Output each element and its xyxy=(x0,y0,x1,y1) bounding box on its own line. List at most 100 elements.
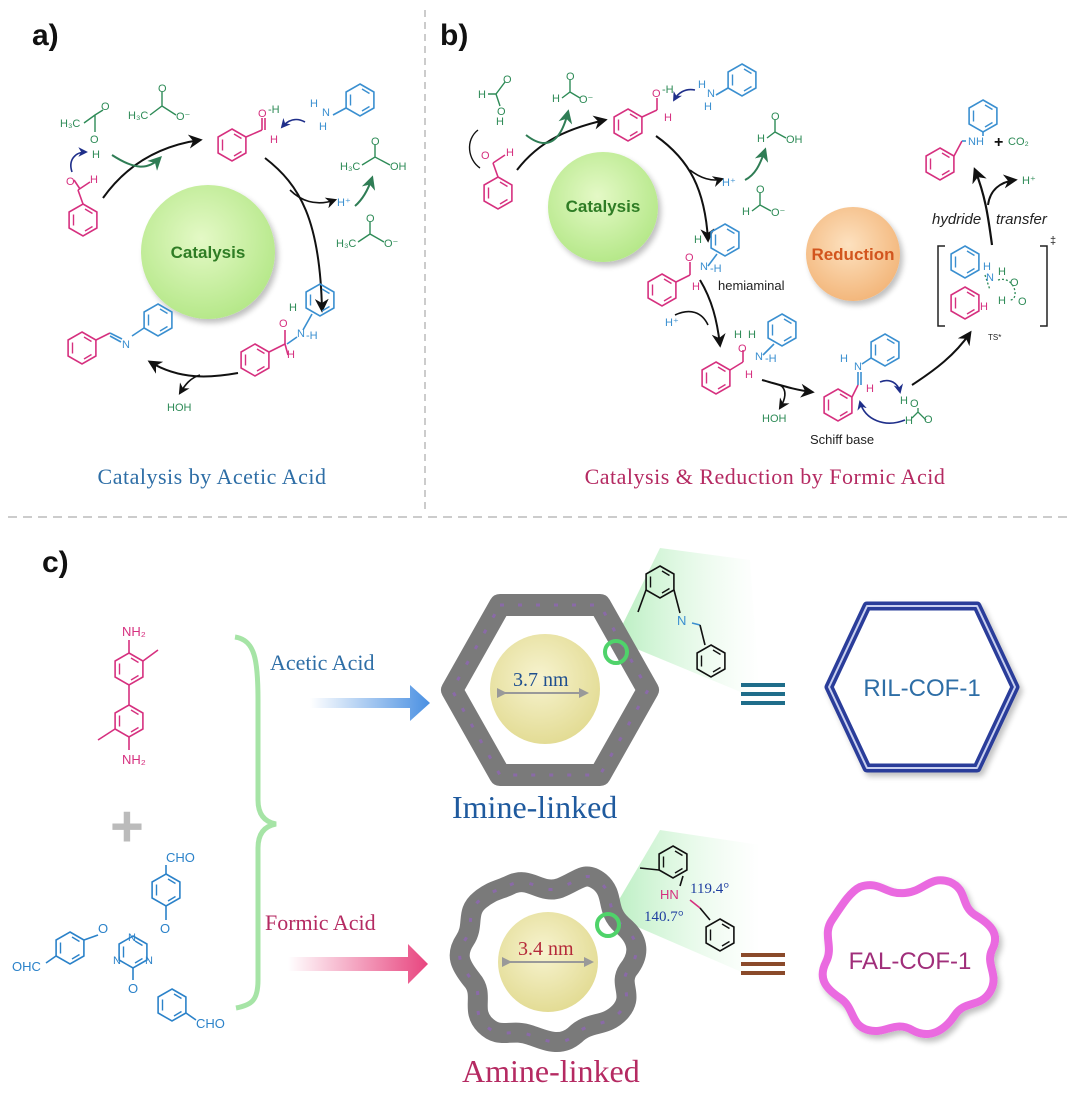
atom-o: O xyxy=(279,318,288,330)
aniline xyxy=(715,63,757,97)
catalysis-sphere xyxy=(548,152,658,262)
atom-h: H xyxy=(998,295,1006,307)
atom-o: O xyxy=(756,184,765,196)
atom-h: -H xyxy=(268,104,280,116)
trialdehyde-monomer xyxy=(45,865,197,1022)
atom-h: H xyxy=(980,301,988,313)
atom-o-minus: O⁻ xyxy=(771,207,786,219)
atom-o: O xyxy=(566,71,575,83)
schiff-base-label: Schiff base xyxy=(810,432,874,447)
electron-push-arrow xyxy=(879,379,904,394)
equivalence-symbol-bottom xyxy=(741,953,785,975)
catalysis-label: Catalysis xyxy=(171,243,246,262)
ts-dagger: ‡ xyxy=(1050,235,1056,247)
atom-o: O xyxy=(101,101,110,113)
water-release-arrow xyxy=(178,374,201,395)
acetic-acid-arrow xyxy=(310,685,430,721)
atom-h: H xyxy=(287,349,295,361)
atom-h: H xyxy=(905,415,913,427)
atom-n: N xyxy=(297,328,305,340)
atom-o: O xyxy=(685,252,694,264)
plus-sign: + xyxy=(994,134,1003,151)
atom-h: H xyxy=(552,93,560,105)
cycle-arrow-2 xyxy=(264,157,329,313)
imine-linked-label: Imine-linked xyxy=(452,789,617,825)
atom-h: H xyxy=(734,329,742,341)
atom-h: -H xyxy=(306,330,318,342)
protonated-benzaldehyde xyxy=(217,118,266,162)
atom-h: H xyxy=(757,133,765,145)
protonated-benzaldehyde xyxy=(613,98,658,142)
proton: H⁺ xyxy=(337,197,351,209)
imine-linkage-structure xyxy=(637,565,726,678)
atom-o: O xyxy=(503,74,512,86)
atom-n: N xyxy=(700,261,708,273)
imine-cof-model xyxy=(441,594,659,786)
cycle-arrow-2 xyxy=(655,135,715,243)
atom-n: N xyxy=(113,955,121,967)
atom-h: H xyxy=(310,98,318,110)
catalysis-label: Catalysis xyxy=(566,197,641,216)
amino-group: NH₂ xyxy=(122,624,146,639)
cycle-arrow-3 xyxy=(147,360,239,378)
pore-size-bottom: 3.4 nm xyxy=(518,938,574,960)
group-h3c: H₃C xyxy=(340,161,360,173)
aldehyde-group: CHO xyxy=(196,1016,225,1031)
zoom-beam-bottom xyxy=(610,830,760,980)
hemiaminal-label: hemiaminal xyxy=(718,278,785,293)
ts-label: TS* xyxy=(988,333,1001,342)
atom-h: H xyxy=(866,383,874,395)
atom-h: H xyxy=(319,121,327,133)
aldehyde-group: OHC xyxy=(12,959,41,974)
hydride-push-arrow xyxy=(857,400,906,424)
group-nh: NH xyxy=(968,136,984,148)
atom-o: O xyxy=(1018,296,1027,308)
formic-acid-arrow xyxy=(288,944,428,984)
benzaldehyde xyxy=(68,179,98,237)
co2: CO₂ xyxy=(1008,136,1029,148)
proton-add-arrow xyxy=(674,310,709,326)
atom-n: N xyxy=(322,107,330,119)
acetate-release-arrow xyxy=(111,154,162,171)
atom-o-minus: O⁻ xyxy=(579,94,594,106)
acetic-acid-label: Acetic Acid xyxy=(270,650,374,675)
atom-h: -H xyxy=(765,353,777,365)
water: HOH xyxy=(762,413,787,425)
aldehyde-group: CHO xyxy=(166,850,195,865)
formate-release-arrow xyxy=(525,109,573,145)
atom-n: N xyxy=(677,613,686,628)
panel-a-label: a) xyxy=(32,19,59,52)
atom-h: H xyxy=(90,174,98,186)
atom-h: H xyxy=(698,79,706,91)
atom-h: H xyxy=(270,134,278,146)
atom-h: H xyxy=(92,149,100,161)
atom-h: H xyxy=(478,89,486,101)
atom-n: N xyxy=(986,272,994,284)
proton-transfer-arrow xyxy=(468,129,481,169)
atom-o: O xyxy=(158,83,167,95)
group-h3c: H₃C xyxy=(336,238,356,250)
atom-n: N xyxy=(707,88,715,100)
atom-h: H xyxy=(900,395,908,407)
ts-arrow xyxy=(911,330,972,386)
atom-h: H xyxy=(745,369,753,381)
group-h3c: H₃C xyxy=(128,110,148,122)
atom-h: H xyxy=(694,234,702,246)
atom-h: H xyxy=(998,266,1006,278)
atom-h: -H xyxy=(662,84,674,96)
atom-h: H xyxy=(742,206,750,218)
amine-cof-model xyxy=(449,866,647,1053)
atom-o: O xyxy=(481,150,490,162)
atom-o: O xyxy=(66,176,75,188)
diamine-monomer xyxy=(97,640,159,750)
atom-h: H xyxy=(692,281,700,293)
atom-n: N xyxy=(128,932,136,944)
imine-product xyxy=(67,303,173,365)
benzaldehyde xyxy=(483,154,513,210)
panel-b: b) Catalysis Reduction O H H O O H xyxy=(440,19,1056,489)
linkage-highlight-circle xyxy=(603,639,629,665)
hydride-label: hydride xyxy=(932,211,981,228)
atom-n: N xyxy=(145,955,153,967)
proton: H⁺ xyxy=(665,317,679,329)
